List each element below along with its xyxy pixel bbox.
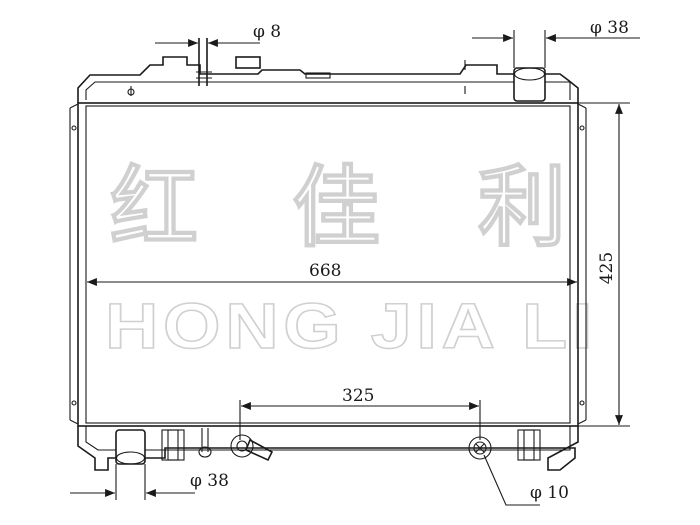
dim-top-right-pipe: φ 38 — [590, 18, 629, 38]
bottom-right-pipe: φ 10 — [468, 436, 569, 506]
dim-width-label: 668 — [309, 261, 341, 281]
dim-height: 425 — [578, 102, 630, 427]
watermark-char-3: 利 — [478, 156, 566, 259]
watermark-char-1: 红 — [110, 156, 198, 259]
watermark-en-text: HONG JIA LI — [105, 290, 597, 362]
dim-bottom-spacing-label: 325 — [342, 386, 374, 406]
radiator-core — [69, 102, 587, 427]
drain-cock — [230, 434, 274, 462]
dim-height-label: 425 — [597, 252, 617, 284]
top-left-pipe: φ 8 — [155, 22, 281, 86]
dim-top-left-pipe: φ 8 — [253, 22, 281, 42]
watermark-char-2: 佳 — [292, 156, 380, 259]
top-right-pipe: φ 38 — [472, 18, 640, 102]
bottom-tank — [77, 426, 579, 471]
top-tank — [77, 56, 579, 103]
dim-bottom-spacing: 325 — [239, 386, 481, 440]
dim-width: 668 — [87, 261, 577, 286]
dim-bottom-left-pipe: φ 38 — [190, 471, 229, 491]
watermark: 红 佳 利 HONG JIA LI — [104, 155, 597, 363]
bottom-left-pipe: φ 38 — [70, 429, 229, 500]
dim-bottom-right-pipe: φ 10 — [530, 483, 569, 503]
